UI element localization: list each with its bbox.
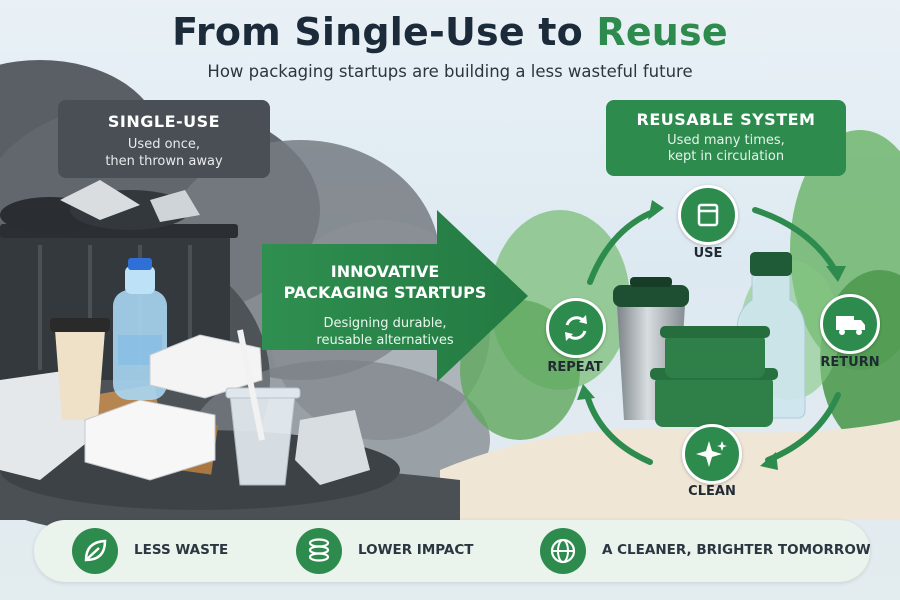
refresh-icon (546, 298, 606, 358)
cycle-label-use: USE (693, 246, 723, 261)
benefits-bar: LESS WASTE LOWER IMPACT A CLEANER, BRIGH… (34, 520, 871, 582)
single-use-description: Used once, then thrown away (105, 137, 223, 169)
sparkle-icon (682, 424, 742, 484)
benefit-label: LESS WASTE (134, 542, 229, 558)
benefit-label: LOWER IMPACT (358, 542, 474, 558)
single-use-heading: SINGLE-USE (107, 112, 221, 131)
arrow-description: Designing durable, reusable alternatives (316, 316, 454, 348)
cycle-label-return: RETURN (820, 355, 880, 370)
reusable-items (613, 252, 806, 427)
trash-pile (0, 258, 400, 510)
innovation-arrow (262, 210, 528, 382)
page-subtitle: How packaging startups are building a le… (207, 62, 693, 81)
page-title: From Single-Use to Reuse (172, 10, 728, 54)
single-use-panel: SINGLE-USE Used once, then thrown away (58, 100, 270, 178)
cycle-arrowheads (577, 200, 846, 470)
cycle-label-clean: CLEAN (688, 484, 736, 499)
leaf-icon (72, 528, 118, 574)
cup-icon (678, 185, 738, 245)
cycle-arrows (584, 207, 841, 465)
globe-icon (540, 528, 586, 574)
arrow-heading: INNOVATIVE PACKAGING STARTUPS (283, 262, 487, 302)
cycle-label-repeat: REPEAT (547, 360, 603, 375)
title-accent: Reuse (596, 10, 728, 54)
reusable-system-panel: REUSABLE SYSTEM Used many times, kept in… (606, 100, 846, 176)
sand-ground (440, 420, 900, 520)
benefit-label: A CLEANER, BRIGHTER TOMORROW (602, 542, 871, 558)
coin-stack-icon (296, 528, 342, 574)
truck-icon (820, 294, 880, 354)
reusable-heading: REUSABLE SYSTEM (636, 110, 816, 129)
reusable-description: Used many times, kept in circulation (667, 133, 785, 165)
